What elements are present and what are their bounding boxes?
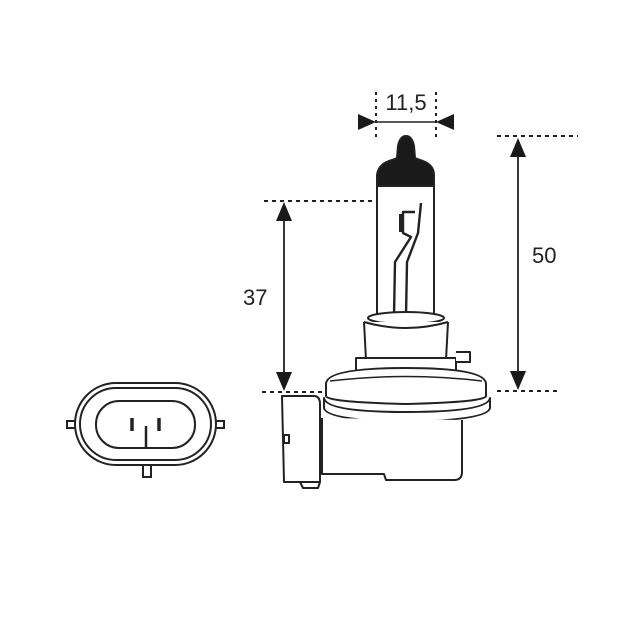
height-dimension-50 — [497, 135, 578, 392]
height-dimension-37 — [262, 200, 372, 393]
width-dimension — [358, 92, 454, 140]
bulb-tip — [376, 135, 435, 187]
height-dimension-37-label: 37 — [243, 285, 267, 310]
connector-end-view — [66, 382, 225, 478]
bulb-side-view — [281, 135, 491, 489]
width-dimension-label: 11,5 — [385, 90, 426, 115]
filament — [392, 202, 423, 317]
height-dimension-50-label: 50 — [532, 243, 556, 268]
